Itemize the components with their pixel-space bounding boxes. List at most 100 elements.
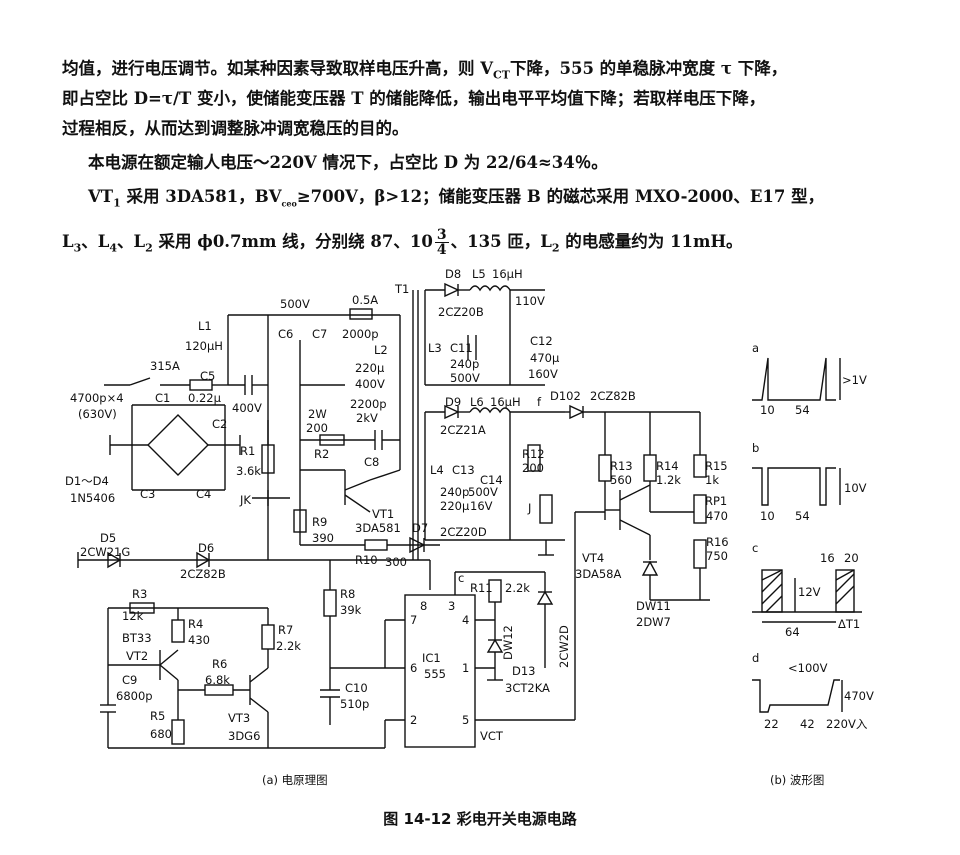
schematic-wires	[77, 282, 710, 749]
svg-text:R15: R15	[705, 459, 728, 473]
text-line-5: VT1 采用 3DA581，BVceo≥700V，β>12；储能变压器 B 的磁…	[88, 187, 825, 210]
svg-text:500V: 500V	[468, 485, 498, 499]
svg-text:R13: R13	[610, 459, 633, 473]
svg-text:C13: C13	[452, 463, 475, 477]
svg-text:6.8k: 6.8k	[205, 673, 230, 687]
svg-text:2.2k: 2.2k	[505, 581, 530, 595]
svg-text:16μH: 16μH	[492, 267, 523, 281]
svg-text:C5: C5	[200, 369, 215, 383]
svg-text:2CZ21A: 2CZ21A	[440, 423, 486, 437]
svg-text:DW11: DW11	[636, 599, 671, 613]
svg-text:680: 680	[150, 727, 172, 741]
svg-text:D1～D4: D1～D4	[65, 474, 109, 488]
svg-text:C12: C12	[530, 334, 553, 348]
text-line-3: 过程相反，从而达到调整脉冲调宽稳压的目的。	[62, 119, 409, 138]
text-line-1: 均值，进行电压调节。如某种因素导致取样电压升高，则 VCT下降，555 的单稳脉…	[62, 59, 788, 82]
svg-text:R2: R2	[314, 447, 329, 461]
caption-b: (b) 波形图	[770, 773, 824, 787]
svg-text:C9: C9	[122, 673, 137, 687]
svg-text:2CZ82B: 2CZ82B	[590, 389, 636, 403]
svg-text:160V: 160V	[528, 367, 558, 381]
svg-text:D8: D8	[445, 267, 461, 281]
svg-text:R3: R3	[132, 587, 147, 601]
svg-text:6: 6	[410, 661, 417, 675]
svg-text:R9: R9	[312, 515, 327, 529]
svg-text:470μ: 470μ	[530, 351, 560, 365]
svg-text:R12: R12	[522, 447, 545, 461]
svg-text:12V: 12V	[798, 585, 821, 599]
svg-text:2DW7: 2DW7	[636, 615, 671, 629]
svg-text:3.6k: 3.6k	[236, 464, 261, 478]
svg-text:L5: L5	[472, 267, 486, 281]
svg-text:555: 555	[424, 667, 446, 681]
svg-text:C3: C3	[140, 487, 155, 501]
svg-text:3DA581: 3DA581	[355, 521, 401, 535]
svg-text:1N5406: 1N5406	[70, 491, 115, 505]
svg-text:5: 5	[462, 713, 469, 727]
svg-text:BT33: BT33	[122, 631, 152, 645]
svg-text:R11: R11	[470, 581, 493, 595]
svg-text:L2: L2	[374, 343, 388, 357]
svg-text:470V: 470V	[844, 689, 874, 703]
svg-text:R6: R6	[212, 657, 227, 671]
svg-text:3: 3	[448, 599, 455, 613]
svg-text:12k: 12k	[122, 609, 144, 623]
svg-text:R16: R16	[706, 535, 729, 549]
figure-title: 图 14-12 彩电开关电源电路	[383, 810, 577, 828]
svg-text:16μH: 16μH	[490, 395, 521, 409]
svg-text:16: 16	[820, 551, 835, 565]
svg-text:220μ: 220μ	[355, 361, 385, 375]
svg-text:500V: 500V	[280, 297, 310, 311]
svg-text:430: 430	[188, 633, 210, 647]
svg-text:VT3: VT3	[228, 711, 250, 725]
svg-text:0.22μ: 0.22μ	[188, 391, 222, 405]
svg-text:54: 54	[795, 403, 810, 417]
svg-text:VCT: VCT	[480, 729, 504, 743]
svg-text:390: 390	[312, 531, 334, 545]
svg-text:16V: 16V	[470, 499, 493, 513]
svg-text:42: 42	[800, 717, 815, 731]
svg-text:22: 22	[764, 717, 779, 731]
svg-text:220V入: 220V入	[826, 717, 868, 731]
svg-text:C7: C7	[312, 327, 327, 341]
text-line-2: 即占空比 D=τ/T 变小，使储能变压器 T 的储能降低，输出电平平均值下降；若…	[62, 89, 766, 108]
svg-text:2CW21G: 2CW21G	[80, 545, 130, 559]
svg-text:4700p×4: 4700p×4	[70, 391, 124, 405]
svg-text:2.2k: 2.2k	[276, 639, 301, 653]
svg-text:c: c	[458, 571, 464, 585]
svg-text:R7: R7	[278, 623, 293, 637]
svg-text:400V: 400V	[232, 401, 262, 415]
svg-text:2CZ20B: 2CZ20B	[438, 305, 484, 319]
svg-text:0.5A: 0.5A	[352, 293, 378, 307]
svg-text:4: 4	[462, 613, 469, 627]
svg-text:a: a	[752, 341, 759, 355]
svg-text:3DA58A: 3DA58A	[575, 567, 621, 581]
svg-text:3DG6: 3DG6	[228, 729, 260, 743]
svg-text:10V: 10V	[844, 481, 867, 495]
svg-text:300: 300	[385, 555, 407, 569]
svg-text:2W: 2W	[308, 407, 327, 421]
svg-text:2CZ82B: 2CZ82B	[180, 567, 226, 581]
svg-text:L3: L3	[428, 341, 442, 355]
svg-text:DW12: DW12	[501, 625, 515, 660]
schematic-figure: T1 500V 0.5A L1 120μH 315A C5 0.22μ 400V…	[65, 267, 874, 787]
svg-text:10: 10	[760, 403, 775, 417]
svg-text:64: 64	[785, 625, 800, 639]
svg-text:C10: C10	[345, 681, 368, 695]
svg-text:L6: L6	[470, 395, 484, 409]
svg-text:1k: 1k	[705, 473, 719, 487]
svg-text:D102: D102	[550, 389, 581, 403]
svg-text:(630V): (630V)	[78, 407, 117, 421]
svg-text:20: 20	[844, 551, 859, 565]
svg-text:2CW2D: 2CW2D	[557, 625, 571, 668]
svg-text:10: 10	[760, 509, 775, 523]
svg-text:1.2k: 1.2k	[656, 473, 681, 487]
svg-text:f: f	[537, 395, 542, 409]
svg-text:315A: 315A	[150, 359, 180, 373]
svg-text:C11: C11	[450, 341, 473, 355]
svg-text:2000p: 2000p	[342, 327, 379, 341]
svg-text:VT2: VT2	[126, 649, 148, 663]
svg-text:b: b	[752, 441, 759, 455]
svg-text:R4: R4	[188, 617, 203, 631]
svg-text:6800p: 6800p	[116, 689, 153, 703]
